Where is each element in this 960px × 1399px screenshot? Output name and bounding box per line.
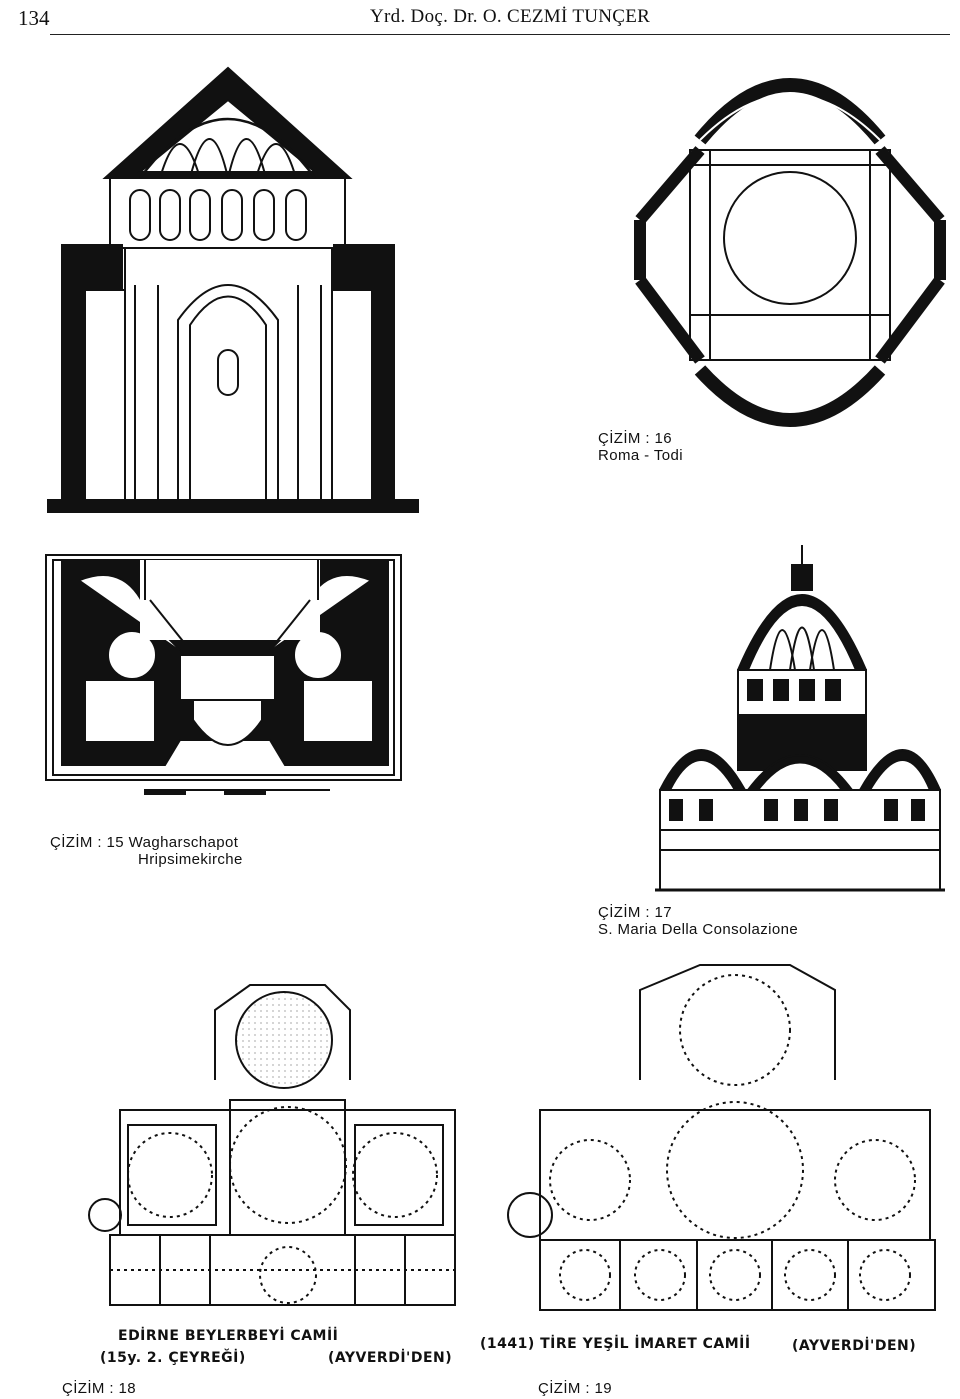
fig18-handwritten-title: EDİRNE BEYLERBEYİ CAMİİ bbox=[118, 1328, 339, 1344]
fig16-label: ÇİZİM : 16 bbox=[598, 430, 673, 447]
fig18-plan-drawing bbox=[88, 984, 456, 1306]
fig16-caption: ÇİZİM : 16 Roma - Todi bbox=[598, 430, 683, 464]
header-rule bbox=[50, 34, 950, 35]
fig17-label: ÇİZİM : 17 bbox=[598, 904, 673, 921]
fig16-subtitle: Roma - Todi bbox=[598, 447, 683, 464]
fig18-label: ÇİZİM : 18 bbox=[62, 1380, 137, 1397]
fig17-elevation-drawing bbox=[655, 545, 945, 892]
fig19-label: ÇİZİM : 19 bbox=[538, 1380, 613, 1397]
fig19-plan-drawing bbox=[507, 964, 936, 1311]
page-number: 134 bbox=[18, 6, 50, 30]
fig16-plan-drawing bbox=[634, 78, 946, 427]
fig15-label: ÇİZİM : 15 Wagharschapot bbox=[50, 834, 239, 851]
fig18-handwritten-date: (15y. 2. ÇEYREĞİ) bbox=[100, 1350, 246, 1366]
fig15-caption: ÇİZİM : 15 Wagharschapot Hripsimekirche bbox=[50, 834, 243, 868]
fig19-handwritten-source: (AYVERDİ'DEN) bbox=[792, 1338, 917, 1354]
fig15-subtitle: Hripsimekirche bbox=[138, 851, 243, 868]
page-header-author: Yrd. Doç. Dr. O. CEZMİ TUNÇER bbox=[370, 6, 651, 27]
fig17-caption: ÇİZİM : 17 S. Maria Della Consolazione bbox=[598, 904, 798, 938]
fig18-handwritten-source: (AYVERDİ'DEN) bbox=[328, 1350, 453, 1366]
fig15-plan-drawing bbox=[45, 554, 402, 795]
fig17-subtitle: S. Maria Della Consolazione bbox=[598, 921, 799, 938]
fig15-section-drawing bbox=[47, 66, 419, 513]
fig19-handwritten-title: (1441) TİRE YEŞİL İMARET CAMİİ bbox=[480, 1336, 751, 1352]
